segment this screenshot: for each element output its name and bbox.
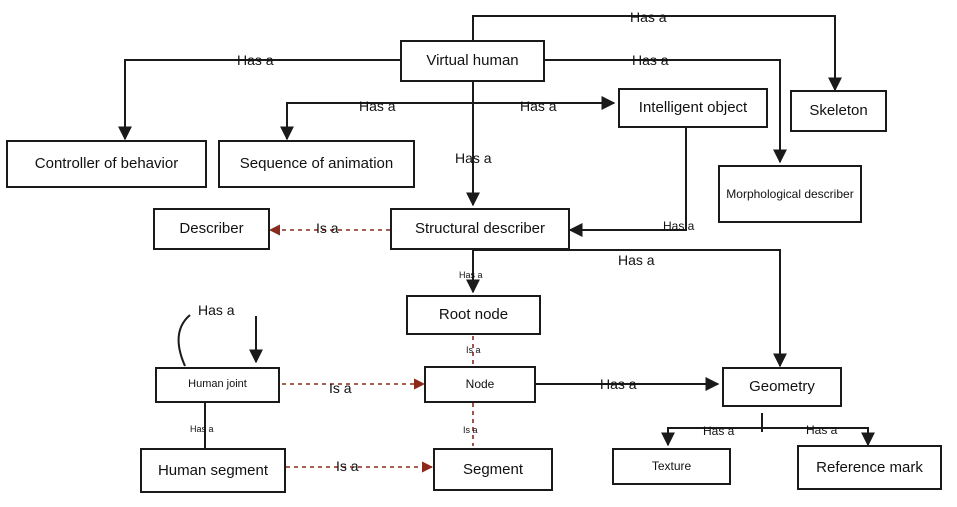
- label-has-a-intelligent-structural: Has a: [663, 219, 695, 233]
- label-has-a-skeleton: Has a: [630, 9, 667, 25]
- label-has-a-structural: Has a: [455, 150, 492, 166]
- label-has-a-human-segment: Has a: [190, 424, 214, 434]
- node-human-segment: Human segment: [140, 448, 286, 493]
- edge-structural-geometry: [473, 249, 787, 368]
- label-has-a-root: Has a: [459, 270, 483, 280]
- node-virtual-human: Virtual human: [400, 40, 545, 82]
- label-has-a-geometry: Has a: [618, 252, 655, 268]
- label-is-a-segment: Is a: [463, 425, 478, 435]
- edge-geometry-texture: [661, 427, 762, 447]
- edge-virtual-human-sequence: [280, 102, 473, 141]
- label-has-a-sequence: Has a: [359, 98, 396, 114]
- node-segment: Segment: [433, 448, 553, 491]
- label-has-a-human-joint: Has a: [198, 302, 235, 318]
- node-intelligent-object: Intelligent object: [618, 88, 768, 128]
- node-root-node: Root node: [406, 295, 541, 335]
- label-has-a-reference-mark: Has a: [806, 423, 838, 437]
- node-human-joint: Human joint: [155, 367, 280, 403]
- label-is-a-root-node: Is a: [466, 345, 481, 355]
- node-structural-describer: Structural describer: [390, 208, 570, 250]
- label-has-a-intelligent: Has a: [520, 98, 557, 114]
- node-controller-of-behavior: Controller of behavior: [6, 140, 207, 188]
- node-skeleton: Skeleton: [790, 90, 887, 132]
- node-geometry: Geometry: [722, 367, 842, 407]
- edge-virtual-human-morphological: [545, 59, 787, 164]
- node-reference-mark: Reference mark: [797, 445, 942, 490]
- label-has-a-node-geometry: Has a: [600, 376, 637, 392]
- node-morphological-describer: Morphological describer: [718, 165, 862, 223]
- label-is-a-describer: Is a: [316, 220, 339, 236]
- edge-virtual-human-controller: [118, 59, 400, 141]
- label-is-a-human-joint: Is a: [329, 380, 352, 396]
- edge-human-joint-self: [177, 314, 256, 366]
- node-describer: Describer: [153, 208, 270, 250]
- label-has-a-controller: Has a: [237, 52, 274, 68]
- edge-intelligent-structural: [568, 128, 687, 237]
- node-sequence-of-animation: Sequence of animation: [218, 140, 415, 188]
- node-node: Node: [424, 366, 536, 403]
- label-has-a-texture: Has a: [703, 424, 735, 438]
- edge-geometry-reference: [762, 427, 875, 447]
- node-texture: Texture: [612, 448, 731, 485]
- label-has-a-morphological: Has a: [632, 52, 669, 68]
- edge-virtual-human-skeleton: [472, 15, 842, 92]
- label-is-a-human-segment: Is a: [336, 458, 359, 474]
